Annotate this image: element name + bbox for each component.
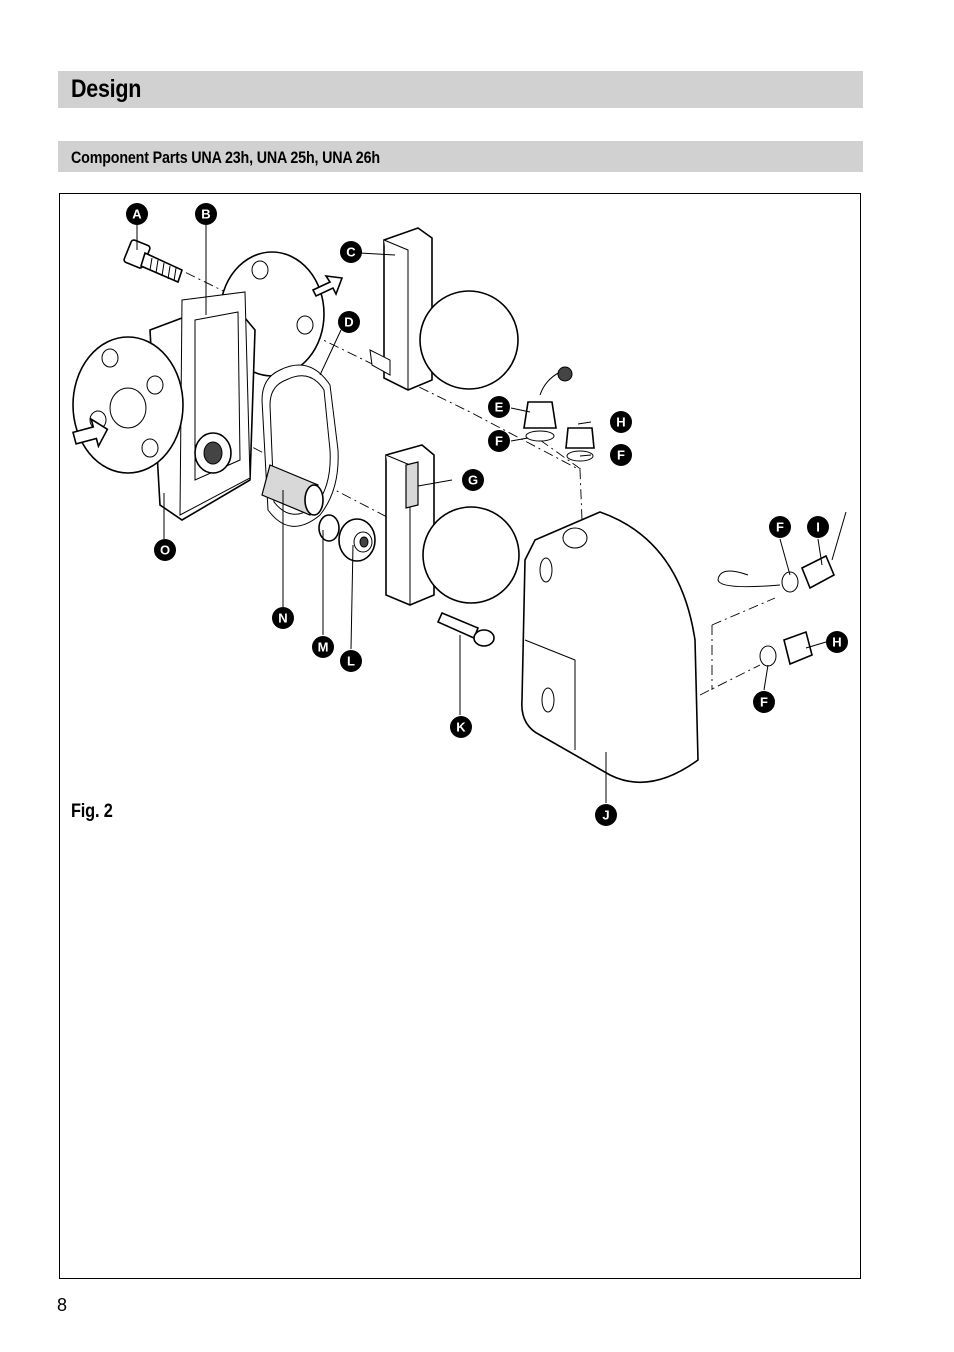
svg-text:M: M bbox=[318, 640, 329, 655]
plugs-top-drawing bbox=[523, 366, 595, 462]
svg-text:H: H bbox=[832, 635, 841, 650]
svg-text:K: K bbox=[456, 720, 466, 735]
svg-text:B: B bbox=[201, 207, 210, 222]
callout-f1: F bbox=[488, 430, 510, 452]
callout-e: E bbox=[488, 396, 510, 418]
svg-text:O: O bbox=[160, 543, 170, 558]
figure-caption: Fig. 2 bbox=[71, 801, 113, 822]
subsection-title: Component Parts UNA 23h, UNA 25h, UNA 26… bbox=[71, 148, 380, 167]
svg-text:F: F bbox=[495, 434, 503, 449]
page-number: 8 bbox=[57, 1295, 68, 1315]
callout-h2: H bbox=[826, 631, 848, 653]
cap-screw-a-drawing bbox=[123, 239, 183, 284]
svg-text:I: I bbox=[816, 520, 820, 535]
svg-text:A: A bbox=[132, 207, 142, 222]
section-title: Design bbox=[71, 75, 142, 103]
callout-i: I bbox=[807, 516, 829, 538]
callout-l: L bbox=[340, 650, 362, 672]
svg-text:C: C bbox=[346, 245, 356, 260]
svg-text:E: E bbox=[495, 400, 504, 415]
callout-n: N bbox=[272, 607, 294, 629]
callout-k: K bbox=[450, 716, 472, 738]
callout-a: A bbox=[126, 203, 148, 225]
callout-g: G bbox=[462, 469, 484, 491]
svg-text:F: F bbox=[776, 520, 784, 535]
svg-text:H: H bbox=[616, 415, 625, 430]
callout-d: D bbox=[338, 311, 360, 333]
section-title-bar: Design bbox=[58, 71, 863, 108]
callout-o: O bbox=[154, 539, 176, 561]
right-fittings-drawing bbox=[717, 511, 847, 667]
subsection-title-bar: Component Parts UNA 23h, UNA 25h, UNA 26… bbox=[58, 141, 863, 172]
callout-c: C bbox=[340, 241, 362, 263]
figure-frame bbox=[59, 193, 861, 1279]
svg-text:L: L bbox=[347, 654, 355, 669]
svg-text:G: G bbox=[468, 473, 478, 488]
leader-lines bbox=[136, 222, 827, 803]
callout-j: J bbox=[595, 804, 617, 826]
seat-parts-drawing bbox=[318, 514, 376, 562]
center-lines bbox=[149, 254, 776, 696]
strainer-n-drawing bbox=[261, 464, 324, 516]
body-with-flanges-drawing bbox=[72, 251, 325, 521]
callout-m: M bbox=[312, 636, 334, 658]
svg-text:D: D bbox=[344, 315, 353, 330]
callout-f2: F bbox=[610, 444, 632, 466]
callout-f4: F bbox=[753, 691, 775, 713]
cover-j-drawing bbox=[521, 511, 699, 783]
svg-text:J: J bbox=[602, 808, 609, 823]
svg-text:F: F bbox=[617, 448, 625, 463]
float-regulator-g-drawing bbox=[385, 444, 520, 606]
float-regulator-c-drawing bbox=[311, 227, 519, 391]
callout-f3: F bbox=[769, 516, 791, 538]
svg-text:N: N bbox=[278, 611, 287, 626]
cap-screw-k-drawing bbox=[436, 611, 495, 647]
callout-h1: H bbox=[610, 411, 632, 433]
callout-b: B bbox=[195, 203, 217, 225]
svg-text:F: F bbox=[760, 695, 768, 710]
